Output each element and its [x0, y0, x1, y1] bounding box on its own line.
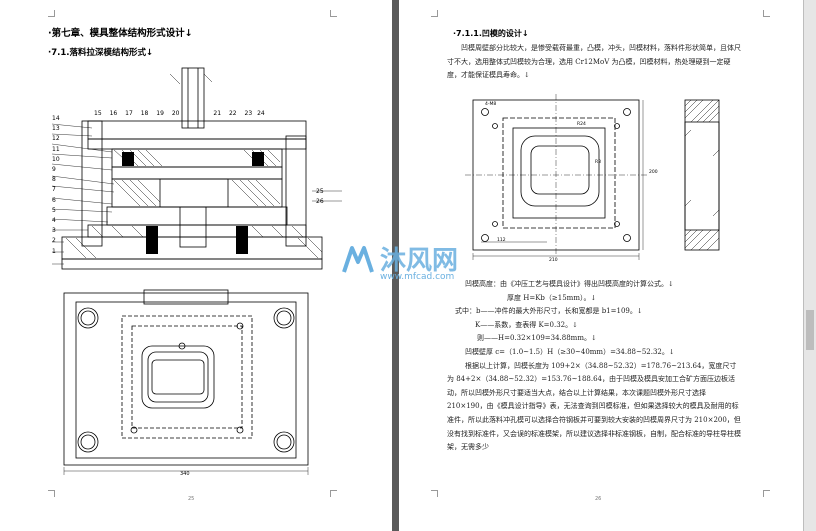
die-side-section-drawing — [684, 99, 720, 251]
lower-die-plan-drawing — [63, 289, 309, 475]
paragraph: 凹模周壁部分比较大，是惨受载荷最重，凸模，冲头，凹模材料，落料件形状简单，且体尺… — [447, 44, 741, 80]
part-number: 3 — [52, 227, 56, 235]
part-number: 12 — [52, 135, 60, 143]
part-number: 22 — [228, 110, 237, 117]
part-number: 19 — [156, 110, 164, 117]
die-plate-drawing — [465, 94, 647, 260]
dimension-label: 200 — [649, 170, 658, 175]
crop-mark — [431, 490, 438, 497]
dimension-label: 4-M8 — [485, 102, 497, 107]
dimension-label: 112 — [497, 238, 506, 243]
watermark-logo-icon — [342, 246, 374, 273]
vertical-scrollbar[interactable] — [803, 0, 816, 531]
part-number: 13 — [52, 125, 60, 133]
crop-mark — [330, 490, 337, 497]
page-number: 25 — [188, 496, 195, 502]
page-number: 26 — [595, 496, 602, 502]
part-number: 7 — [52, 186, 56, 194]
part-number: 23 — [244, 110, 253, 117]
part-number: 25 — [316, 188, 324, 195]
part-number: 5 — [52, 206, 56, 214]
part-number-column-right: 25 26 — [316, 187, 324, 207]
part-number-column: 14 13 12 11 10 9 8 7 6 5 4 3 2 1 — [52, 114, 62, 257]
part-number: 16 — [109, 110, 118, 117]
part-number: 4 — [52, 217, 56, 225]
crop-mark — [763, 490, 770, 497]
part-number-row: 15 16 17 18 19 20 21 22 23 24 — [94, 110, 265, 117]
part-number: 14 — [52, 115, 60, 122]
part-number: 6 — [52, 196, 56, 204]
part-number: 26 — [316, 198, 324, 205]
paragraph: 根据以上计算，凹模长度为 109+2×（34.88~52.32）=178.76~… — [447, 361, 741, 452]
paragraph: K——系数，查表得 K=0.32。↓ — [475, 320, 579, 329]
chapter-heading: ·第七章、模具整体结构形式设计↓ — [48, 28, 193, 39]
part-number: 20 — [171, 110, 180, 117]
page-gutter — [392, 0, 399, 531]
scrollbar-thumb[interactable] — [806, 310, 814, 350]
part-number: 10 — [52, 155, 60, 163]
crop-mark — [431, 10, 438, 17]
paragraph: 凹模壁厚 c=（1.0~1.5）H（≥30~40mm）=34.88~52.32。… — [465, 347, 675, 356]
crop-mark — [48, 490, 55, 497]
part-number: 11 — [52, 145, 60, 153]
section-heading: ·7.1.落料拉深模结构形式↓ — [48, 48, 154, 58]
dimension-label: 210 — [549, 258, 558, 263]
paragraph: 式中：b——冲件的最大外形尺寸，长和宽都是 b1=109。↓ — [455, 307, 643, 316]
die-section-drawing — [52, 67, 342, 270]
part-number: 1 — [52, 247, 56, 255]
watermark-url: www.mfcad.com — [380, 272, 455, 282]
dimension-label: R3 — [595, 160, 601, 165]
part-number: 2 — [52, 237, 56, 245]
part-number: 24 — [257, 110, 265, 117]
part-number: 9 — [52, 166, 56, 174]
watermark-brand: 沐风网 — [380, 246, 459, 276]
part-number: 8 — [52, 176, 56, 184]
subsection-heading: ·7.1.1.凹模的设计↓ — [453, 29, 529, 38]
crop-mark — [763, 10, 770, 17]
crop-mark — [330, 10, 337, 17]
crop-mark — [48, 10, 55, 17]
part-number: 21 — [213, 110, 222, 117]
intro-paragraph: 凹模周壁部分比较大，是惨受载荷最重，凸模，冲头，凹模材料，落料件形状简单，且体尺… — [447, 42, 743, 83]
part-number: 15 — [94, 110, 102, 117]
dimension-label: 340 — [180, 471, 190, 477]
calculation-text: 凹模高度：由《冲压工艺与模具设计》得出凹模高度的计算公式。↓ 厚度 H=Kb（≥… — [447, 278, 743, 470]
right-page: ·7.1.1.凹模的设计↓ 凹模周壁部分比较大，是惨受载荷最重，凸模，冲头，凹模… — [399, 0, 803, 531]
paragraph: 凹模高度：由《冲压工艺与模具设计》得出凹模高度的计算公式。↓ — [465, 280, 674, 288]
left-page: ·第七章、模具整体结构形式设计↓ ·7.1.落料拉深模结构形式↓ — [0, 0, 392, 531]
part-number: 17 — [125, 110, 133, 117]
paragraph: 厚度 H=Kb（≥15mm）。↓ — [507, 293, 597, 302]
dimension-label: R24 — [577, 122, 586, 127]
paragraph: 则——H=0.32×109=34.88mm。↓ — [477, 334, 597, 343]
part-number: 18 — [140, 110, 149, 117]
